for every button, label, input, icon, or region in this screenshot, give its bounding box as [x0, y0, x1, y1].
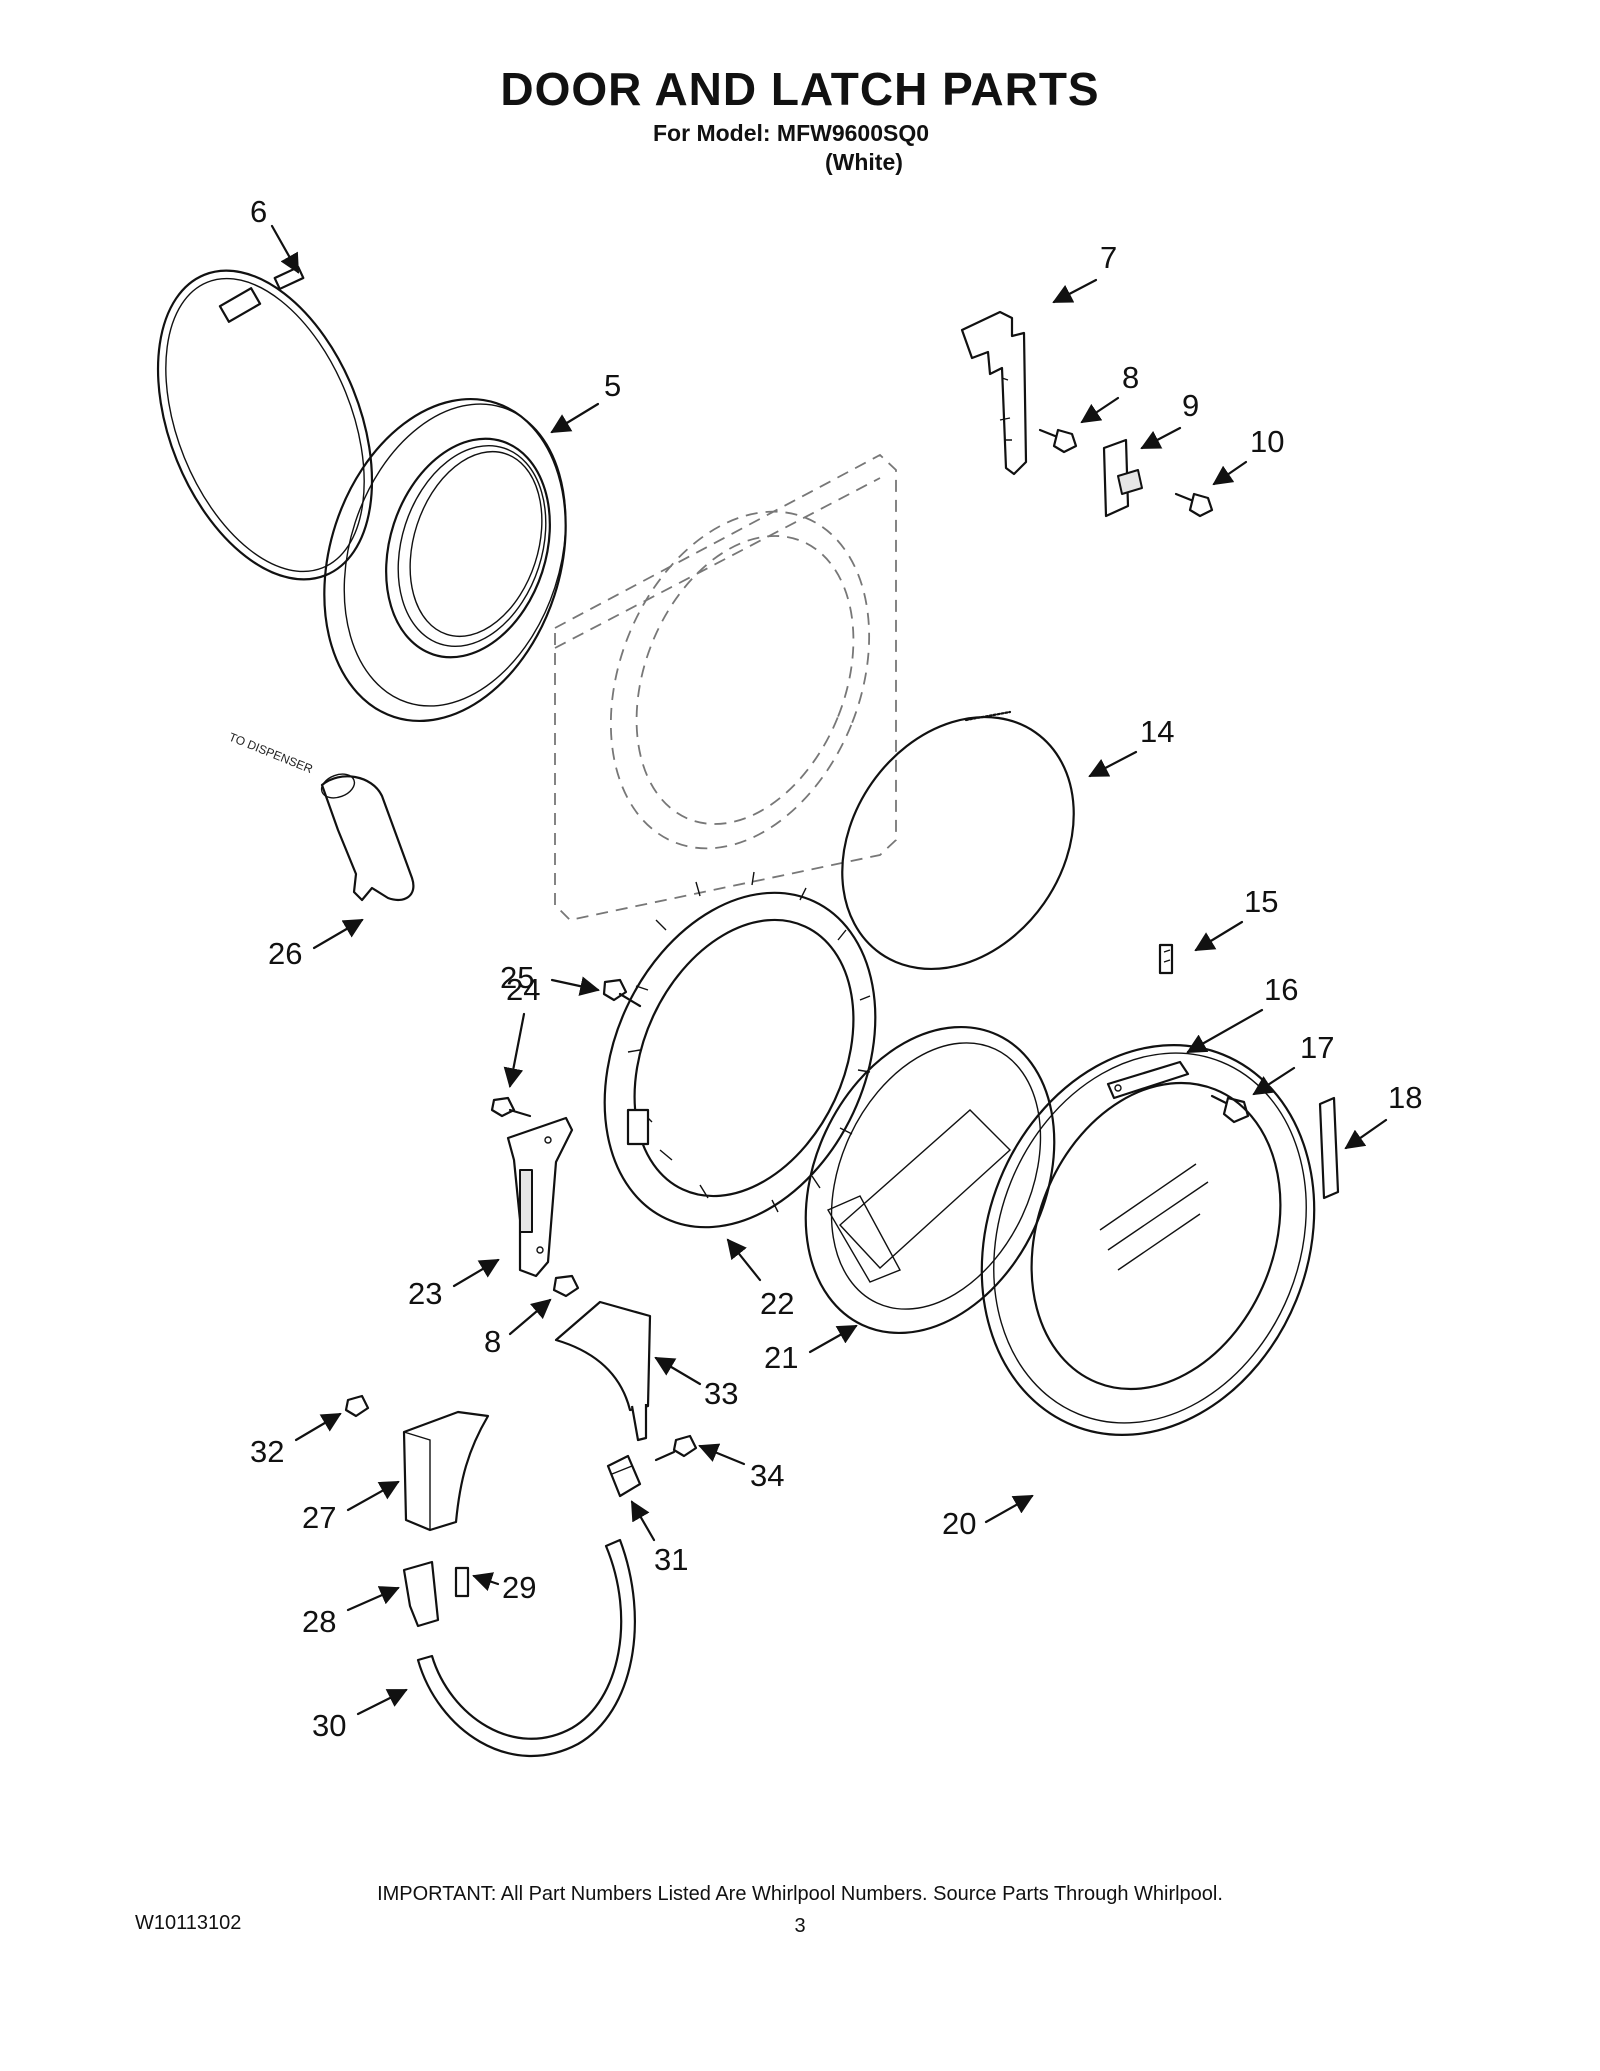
callout-22: 22 — [760, 1286, 794, 1321]
part-18-strip — [1318, 1096, 1340, 1200]
callout-25: 25 — [500, 960, 534, 995]
part-28-bracket — [402, 1560, 440, 1628]
part-33-handle-cover — [554, 1300, 652, 1442]
callout-9: 9 — [1182, 388, 1199, 423]
part-22-inner-door-frame — [603, 871, 877, 1229]
callout-29: 29 — [502, 1570, 536, 1605]
callout-24: 24 — [506, 972, 540, 1007]
part-20-outer-door — [980, 1044, 1316, 1436]
part-9-strike — [1102, 438, 1143, 518]
part-23-hinge — [506, 1116, 574, 1278]
callout-23: 23 — [408, 1276, 442, 1311]
front-panel-reference — [554, 453, 897, 921]
callout-27: 27 — [302, 1500, 336, 1535]
callout-10: 10 — [1250, 424, 1284, 459]
callout-28: 28 — [302, 1604, 336, 1639]
document-number: W10113102 — [135, 1912, 242, 1934]
part-34-screw — [654, 1434, 698, 1462]
part-15-clip — [1158, 943, 1174, 975]
callout-16: 16 — [1264, 972, 1298, 1007]
callout-8-top: 8 — [1122, 360, 1139, 395]
callout-31: 31 — [654, 1542, 688, 1577]
callout-8-bottom: 8 — [484, 1324, 501, 1359]
part-26-hose — [320, 773, 415, 902]
callout-21: 21 — [764, 1340, 798, 1375]
page-title: DOOR AND LATCH PARTS — [500, 63, 1100, 115]
callout-17: 17 — [1300, 1030, 1334, 1065]
part-8-screw-bottom — [552, 1274, 580, 1298]
important-note: IMPORTANT: All Part Numbers Listed Are W… — [377, 1883, 1223, 1905]
part-21-inner-glass — [804, 1025, 1056, 1335]
part-7-latch-bracket — [960, 310, 1028, 476]
callout-30: 30 — [312, 1708, 346, 1743]
part-29-clip — [454, 1566, 470, 1598]
part-14-window-seal — [841, 710, 1075, 971]
model-line: For Model: MFW9600SQ0 — [653, 120, 930, 146]
callout-20: 20 — [942, 1506, 976, 1541]
part-24-screw — [490, 1096, 532, 1118]
callout-15: 15 — [1244, 884, 1278, 919]
part-32-nut — [344, 1394, 370, 1418]
callout-14: 14 — [1140, 714, 1174, 749]
part-27-handle — [402, 1410, 490, 1532]
part-17-screw — [1210, 1094, 1250, 1124]
part-16-hinge-plate — [1106, 1060, 1190, 1100]
part-25-screw — [602, 978, 642, 1008]
callout-33: 33 — [704, 1376, 738, 1411]
callout-34: 34 — [750, 1458, 784, 1493]
color-line: (White) — [825, 149, 903, 175]
callout-5: 5 — [604, 368, 621, 403]
callouts: 6 5 7 8 9 10 14 15 16 17 18 20 2 — [250, 194, 1422, 1743]
callout-6: 6 — [250, 194, 267, 229]
part-6-clamp-ring — [156, 265, 374, 581]
callout-18: 18 — [1388, 1080, 1422, 1115]
part-8-screw-top — [1038, 428, 1078, 454]
page-number: 3 — [794, 1915, 806, 1937]
callout-7: 7 — [1100, 240, 1117, 275]
part-5-door-boot — [323, 398, 567, 722]
callout-32: 32 — [250, 1434, 284, 1469]
part-30-gasket-arc — [416, 1538, 636, 1758]
part-31-latch — [606, 1454, 642, 1498]
to-dispenser-note: TO DISPENSER — [227, 730, 315, 776]
callout-26: 26 — [268, 936, 302, 971]
part-10-screw — [1174, 492, 1214, 518]
